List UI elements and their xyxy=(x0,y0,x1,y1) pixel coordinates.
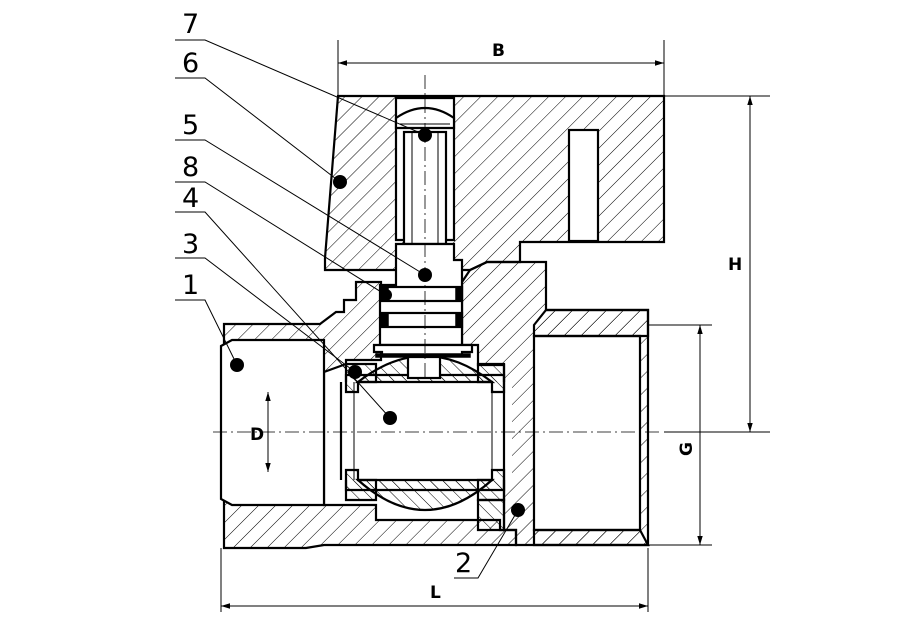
callout-2: 2 xyxy=(455,548,472,579)
dimension-label-l: L xyxy=(430,583,441,603)
callout-4: 4 xyxy=(182,183,199,214)
callout-dot-2 xyxy=(511,503,525,517)
callout-dot-7 xyxy=(418,128,432,142)
dimension-label-d: D xyxy=(250,425,264,445)
dimension-label-b: B xyxy=(492,41,505,61)
callout-8: 8 xyxy=(182,152,199,183)
callout-dot-8 xyxy=(380,289,392,301)
callout-7: 7 xyxy=(182,9,199,40)
callout-6: 6 xyxy=(182,48,199,79)
dimension-label-h: H xyxy=(728,255,742,275)
dimension-label-g: G xyxy=(677,442,697,456)
dimension-lines xyxy=(220,40,770,612)
callout-5: 5 xyxy=(182,110,199,141)
callout-1: 1 xyxy=(182,270,199,301)
callout-dot-5 xyxy=(418,268,432,282)
callout-dot-4 xyxy=(383,411,397,425)
center-lines xyxy=(213,75,663,433)
handle xyxy=(323,94,666,272)
callout-dot-6 xyxy=(333,175,347,189)
gasket xyxy=(476,498,506,532)
callout-numbers: 7 6 5 8 4 3 1 2 xyxy=(182,9,472,579)
dimension-labels: B H G D L xyxy=(250,41,742,603)
stem xyxy=(372,130,474,380)
leader-lines xyxy=(175,39,525,579)
callout-3: 3 xyxy=(182,229,199,260)
callout-dot-3 xyxy=(348,365,362,379)
callout-dot-1 xyxy=(230,358,244,372)
